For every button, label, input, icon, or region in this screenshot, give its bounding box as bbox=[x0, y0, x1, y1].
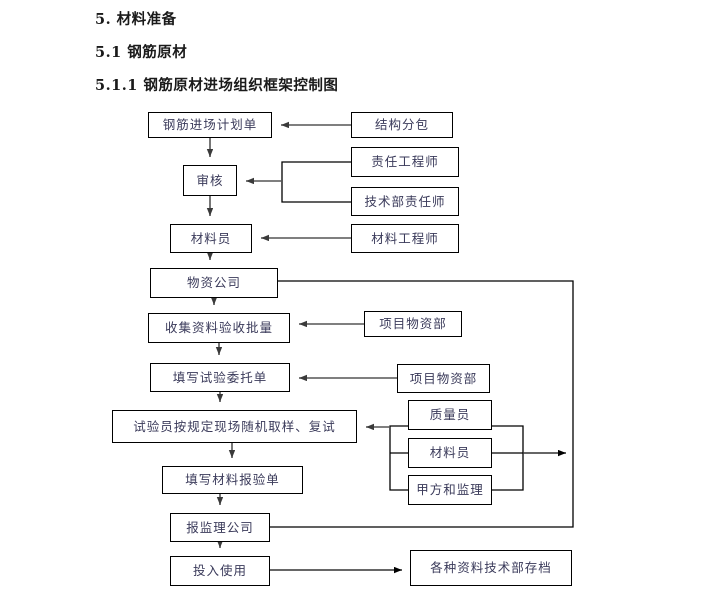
flow-node-label: 结构分包 bbox=[374, 117, 429, 133]
edge-witness-group-left-bracket bbox=[389, 425, 408, 491]
edge-witness-group-right-bracket bbox=[492, 425, 524, 491]
flow-node-label: 材料工程师 bbox=[371, 230, 439, 246]
flow-node-responsible-engineer: 责任工程师 bbox=[351, 147, 459, 177]
section-heading-materials-preparation: 5. 材料准备 bbox=[95, 11, 177, 28]
flow-node-supply-company: 物资公司 bbox=[150, 268, 278, 298]
flow-node-label: 钢筋进场计划单 bbox=[162, 117, 258, 133]
flow-node-project-supply-dept-2: 项目物资部 bbox=[397, 364, 490, 393]
flow-node-label: 质量员 bbox=[429, 407, 471, 423]
flow-node-label: 甲方和监理 bbox=[416, 482, 484, 498]
flow-node-label: 项目物资部 bbox=[379, 316, 447, 332]
flow-node-label: 填写试验委托单 bbox=[172, 369, 268, 385]
flow-node-label: 技术部责任师 bbox=[364, 193, 446, 209]
flow-node-material-engineer: 材料工程师 bbox=[351, 224, 459, 253]
flow-node-label: 收集资料验收批量 bbox=[164, 320, 273, 336]
flow-node-steel-entry-plan: 钢筋进场计划单 bbox=[148, 112, 272, 138]
flow-node-review: 审核 bbox=[183, 165, 237, 196]
flow-node-put-into-use: 投入使用 bbox=[170, 556, 270, 586]
flow-node-report-to-supervisor-company: 报监理公司 bbox=[170, 513, 270, 542]
flow-node-label: 审核 bbox=[196, 172, 224, 188]
flow-node-structure-subcontract: 结构分包 bbox=[351, 112, 453, 138]
flow-node-owner-and-supervisor: 甲方和监理 bbox=[408, 475, 492, 505]
flow-node-archive-tech-dept: 各种资料技术部存档 bbox=[410, 550, 572, 586]
flow-node-fill-material-inspection-form: 填写材料报验单 bbox=[162, 466, 303, 494]
flow-node-label: 报监理公司 bbox=[186, 519, 254, 535]
section-heading-rebar-raw-material: 5.1 钢筋原材 bbox=[95, 44, 188, 61]
flow-node-label: 物资公司 bbox=[186, 275, 241, 291]
flow-node-tester-random-sampling: 试验员按规定现场随机取样、复试 bbox=[112, 410, 357, 443]
flow-node-material-clerk-2: 材料员 bbox=[408, 438, 492, 468]
flow-node-label: 投入使用 bbox=[192, 563, 247, 579]
flow-node-label: 责任工程师 bbox=[371, 154, 439, 170]
flow-node-label: 各种资料技术部存档 bbox=[430, 560, 552, 576]
section-heading-rebar-entry-control-chart: 5.1.1 钢筋原材进场组织框架控制图 bbox=[95, 77, 339, 94]
flow-node-project-supply-dept-1: 项目物资部 bbox=[364, 311, 462, 337]
edge-resp-engineer-to-review bbox=[281, 161, 351, 203]
flow-node-material-clerk: 材料员 bbox=[170, 224, 252, 253]
flow-node-label: 试验员按规定现场随机取样、复试 bbox=[133, 418, 336, 434]
flow-node-technical-dept-responsible: 技术部责任师 bbox=[351, 187, 459, 216]
flow-node-label: 项目物资部 bbox=[409, 370, 478, 386]
flow-node-collect-docs-accept-batch: 收集资料验收批量 bbox=[148, 313, 290, 343]
flow-node-label: 材料员 bbox=[190, 230, 232, 246]
flow-node-fill-test-commission-form: 填写试验委托单 bbox=[150, 363, 290, 392]
flow-node-quality-clerk: 质量员 bbox=[408, 400, 492, 430]
flow-node-label: 填写材料报验单 bbox=[185, 472, 280, 488]
flow-node-label: 材料员 bbox=[429, 445, 471, 461]
